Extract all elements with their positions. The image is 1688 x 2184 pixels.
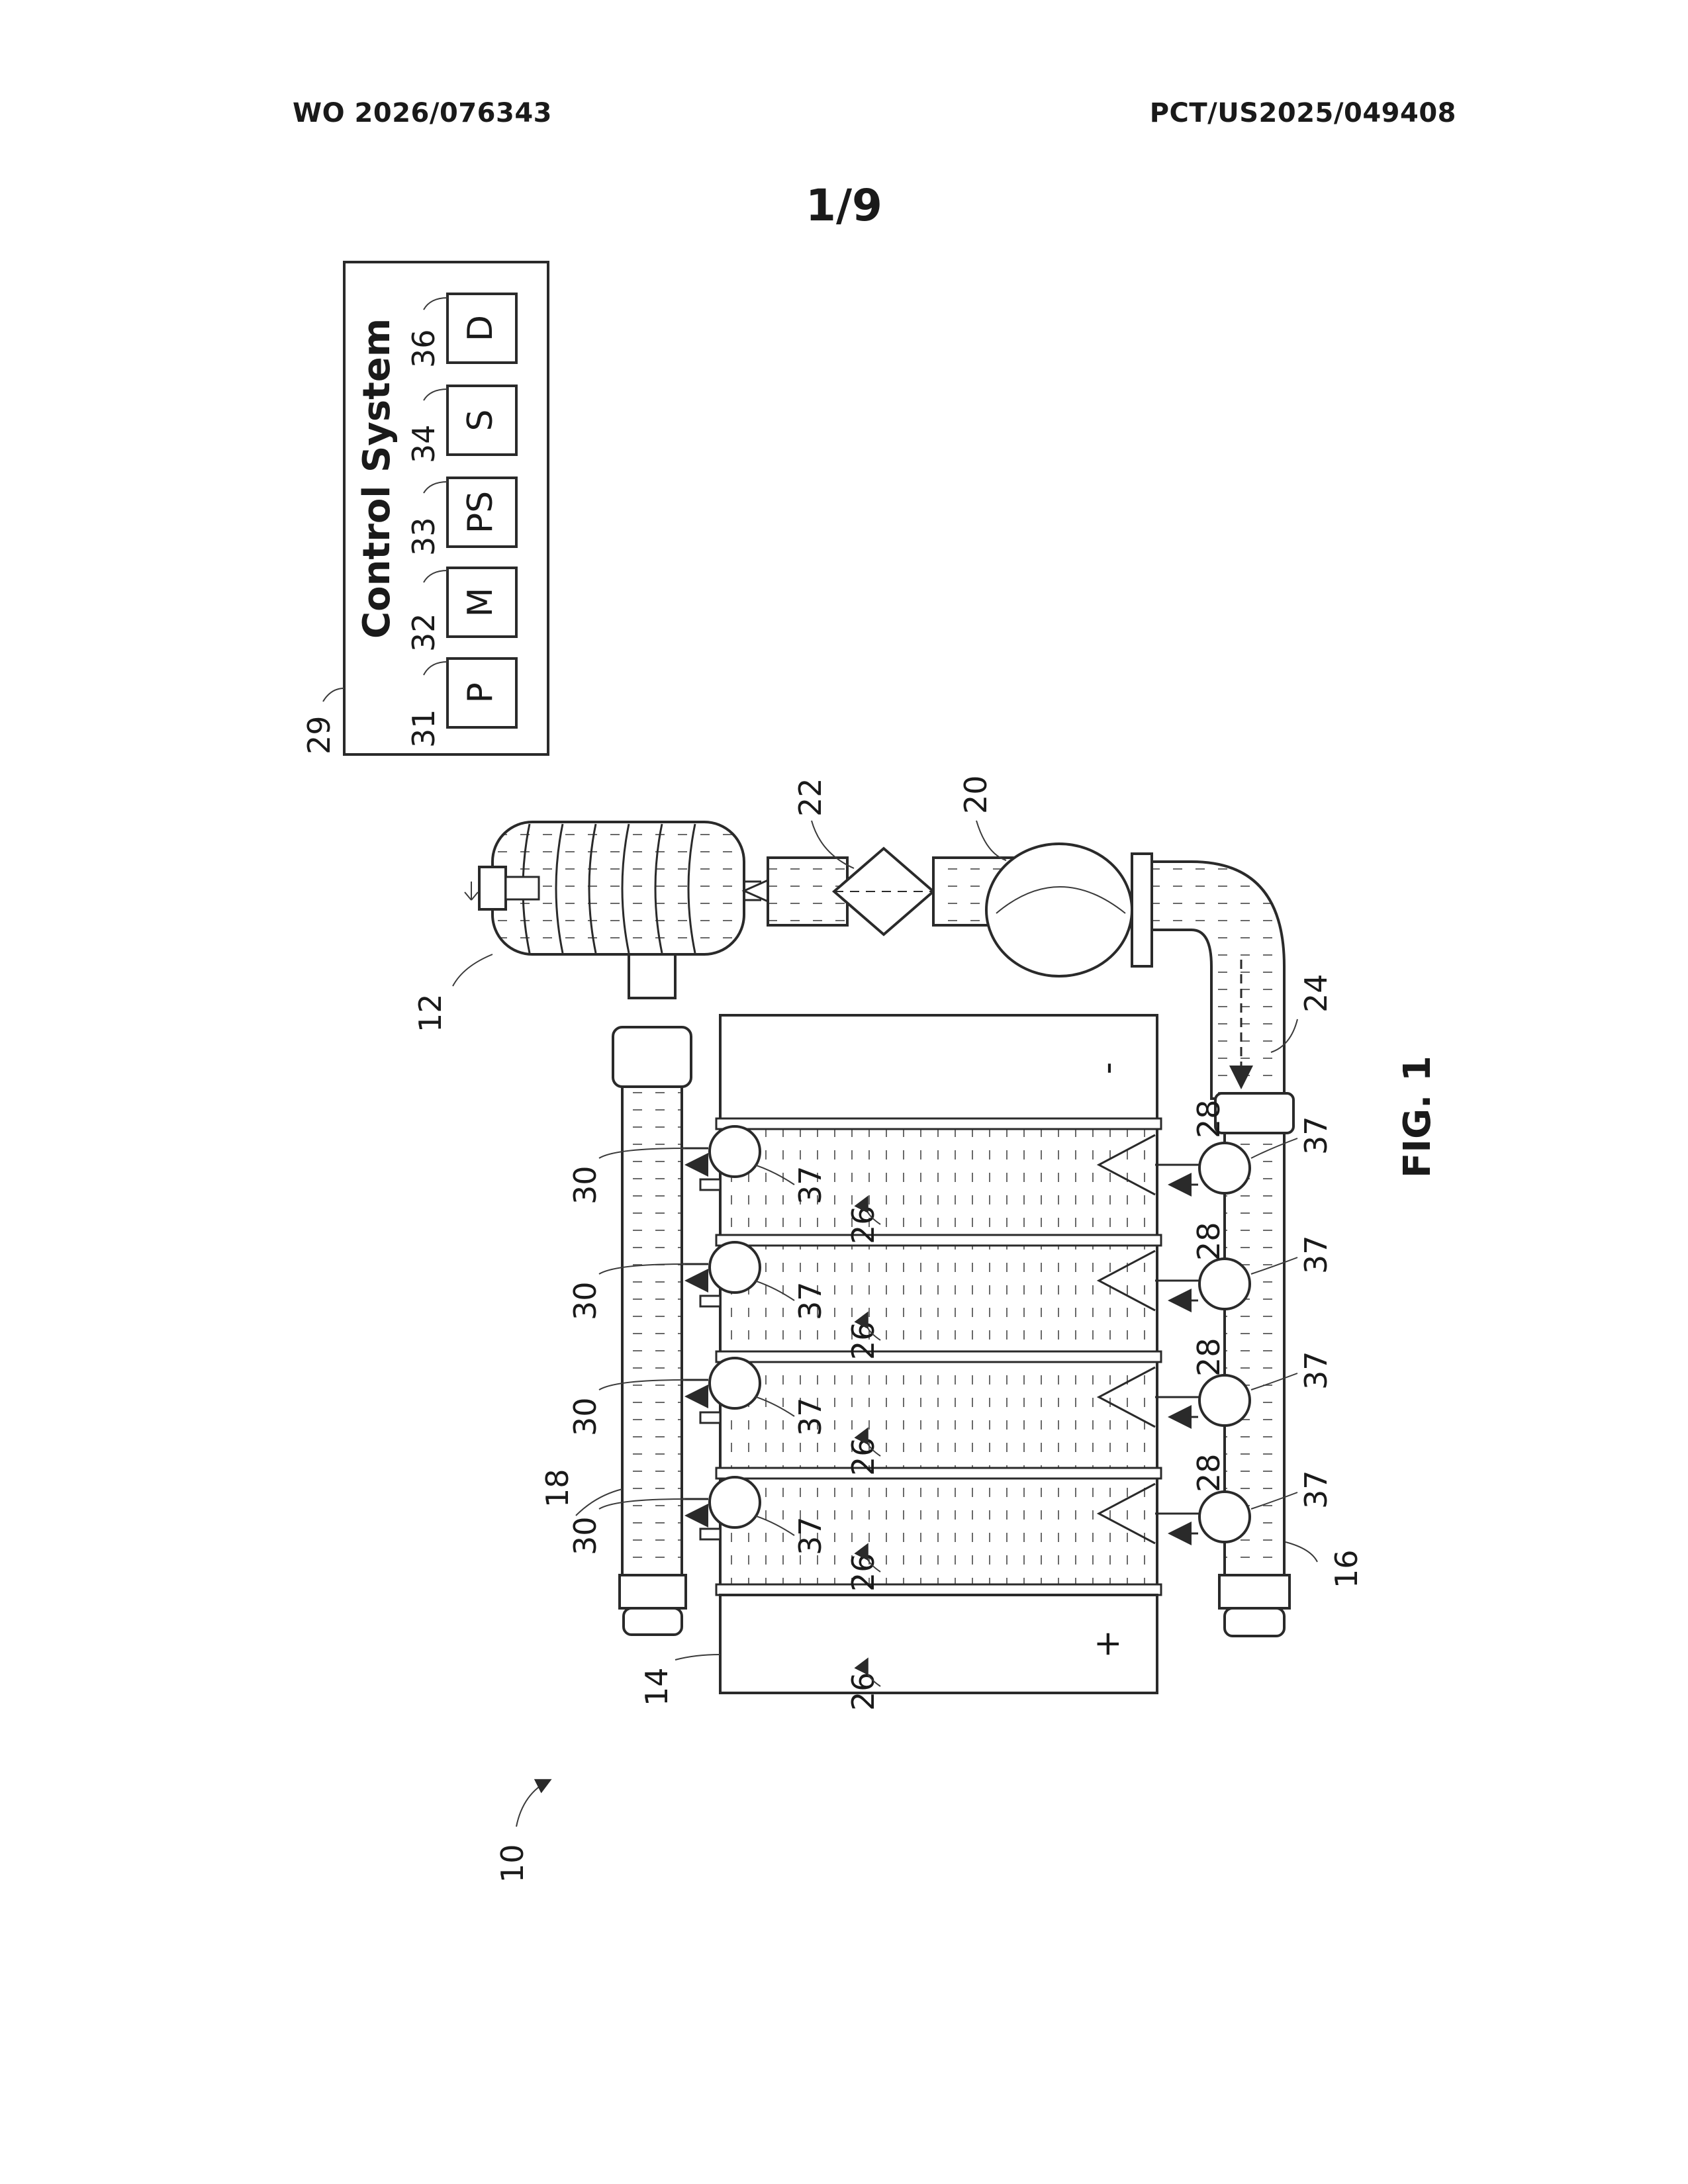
control-system-ref: 29 xyxy=(301,715,337,754)
outlet-valve-ref-2: 37 xyxy=(792,1281,828,1320)
outlet-valve-ref-1: 37 xyxy=(792,1165,828,1205)
module-m-ref: 32 xyxy=(406,613,442,652)
inlet-manifold-ref: 16 xyxy=(1329,1549,1364,1588)
positive-end-plate: + xyxy=(720,1595,1157,1693)
negative-end-plate: - xyxy=(720,1015,1157,1121)
feed-line-ref: 24 xyxy=(1298,974,1334,1013)
inlet-branch-ref-4: 28 xyxy=(1191,1453,1227,1492)
pump xyxy=(986,844,1152,976)
outlet-manifold xyxy=(613,1027,691,1635)
module-m-letter: M xyxy=(461,588,500,617)
pump-ref: 20 xyxy=(958,775,994,814)
outlet-branch-ref-3: 30 xyxy=(567,1397,603,1436)
cell-stack xyxy=(700,1118,1161,1595)
negative-terminal: - xyxy=(1088,1062,1127,1075)
outlet-valve-ref-4: 37 xyxy=(792,1516,828,1555)
outlet-branch-ref-4: 30 xyxy=(567,1516,603,1555)
end-plate-ref: 14 xyxy=(639,1667,675,1706)
outlet-manifold-ref: 18 xyxy=(539,1469,575,1508)
inlet-valve-ref-4: 37 xyxy=(1298,1470,1334,1509)
inlet-branch-ref-3: 28 xyxy=(1191,1338,1227,1377)
outlet-valve-ref-3: 37 xyxy=(792,1397,828,1436)
electrolyte-tank xyxy=(465,822,768,954)
inlet-valve-ref-2: 37 xyxy=(1298,1235,1334,1274)
module-s-ref: 34 xyxy=(406,424,442,463)
outlet-branch-ref-2: 30 xyxy=(567,1281,603,1320)
inlet-valve-ref-1: 37 xyxy=(1298,1116,1334,1155)
cell-ref-4: 26 xyxy=(845,1553,881,1592)
system-ref: 10 xyxy=(494,1844,530,1883)
cell-ref-5: 26 xyxy=(845,1672,881,1711)
inlet-valve-ref-3: 37 xyxy=(1298,1351,1334,1390)
module-ps-ref: 33 xyxy=(406,517,442,556)
module-d-letter: D xyxy=(461,315,500,341)
figure-caption: FIG. 1 xyxy=(1396,1056,1439,1178)
module-p-ref: 31 xyxy=(406,709,442,748)
cell-ref-3: 26 xyxy=(845,1437,881,1476)
module-s-letter: S xyxy=(461,409,500,431)
positive-terminal: + xyxy=(1088,1629,1127,1659)
outlet-branch-ref-1: 30 xyxy=(567,1165,603,1205)
inlet-branch-ref-2: 28 xyxy=(1191,1222,1227,1261)
cell-ref-1: 26 xyxy=(845,1205,881,1244)
module-ps-letter: PS xyxy=(461,491,500,533)
filter-ref: 22 xyxy=(792,778,828,817)
control-system-title: Control System xyxy=(355,318,399,639)
inlet-branch-ref-1: 28 xyxy=(1191,1099,1227,1138)
filter xyxy=(834,848,933,934)
tank-ref: 12 xyxy=(412,993,448,1032)
module-d-ref: 36 xyxy=(406,329,442,368)
module-p-letter: P xyxy=(461,682,500,703)
cell-ref-2: 26 xyxy=(845,1321,881,1360)
